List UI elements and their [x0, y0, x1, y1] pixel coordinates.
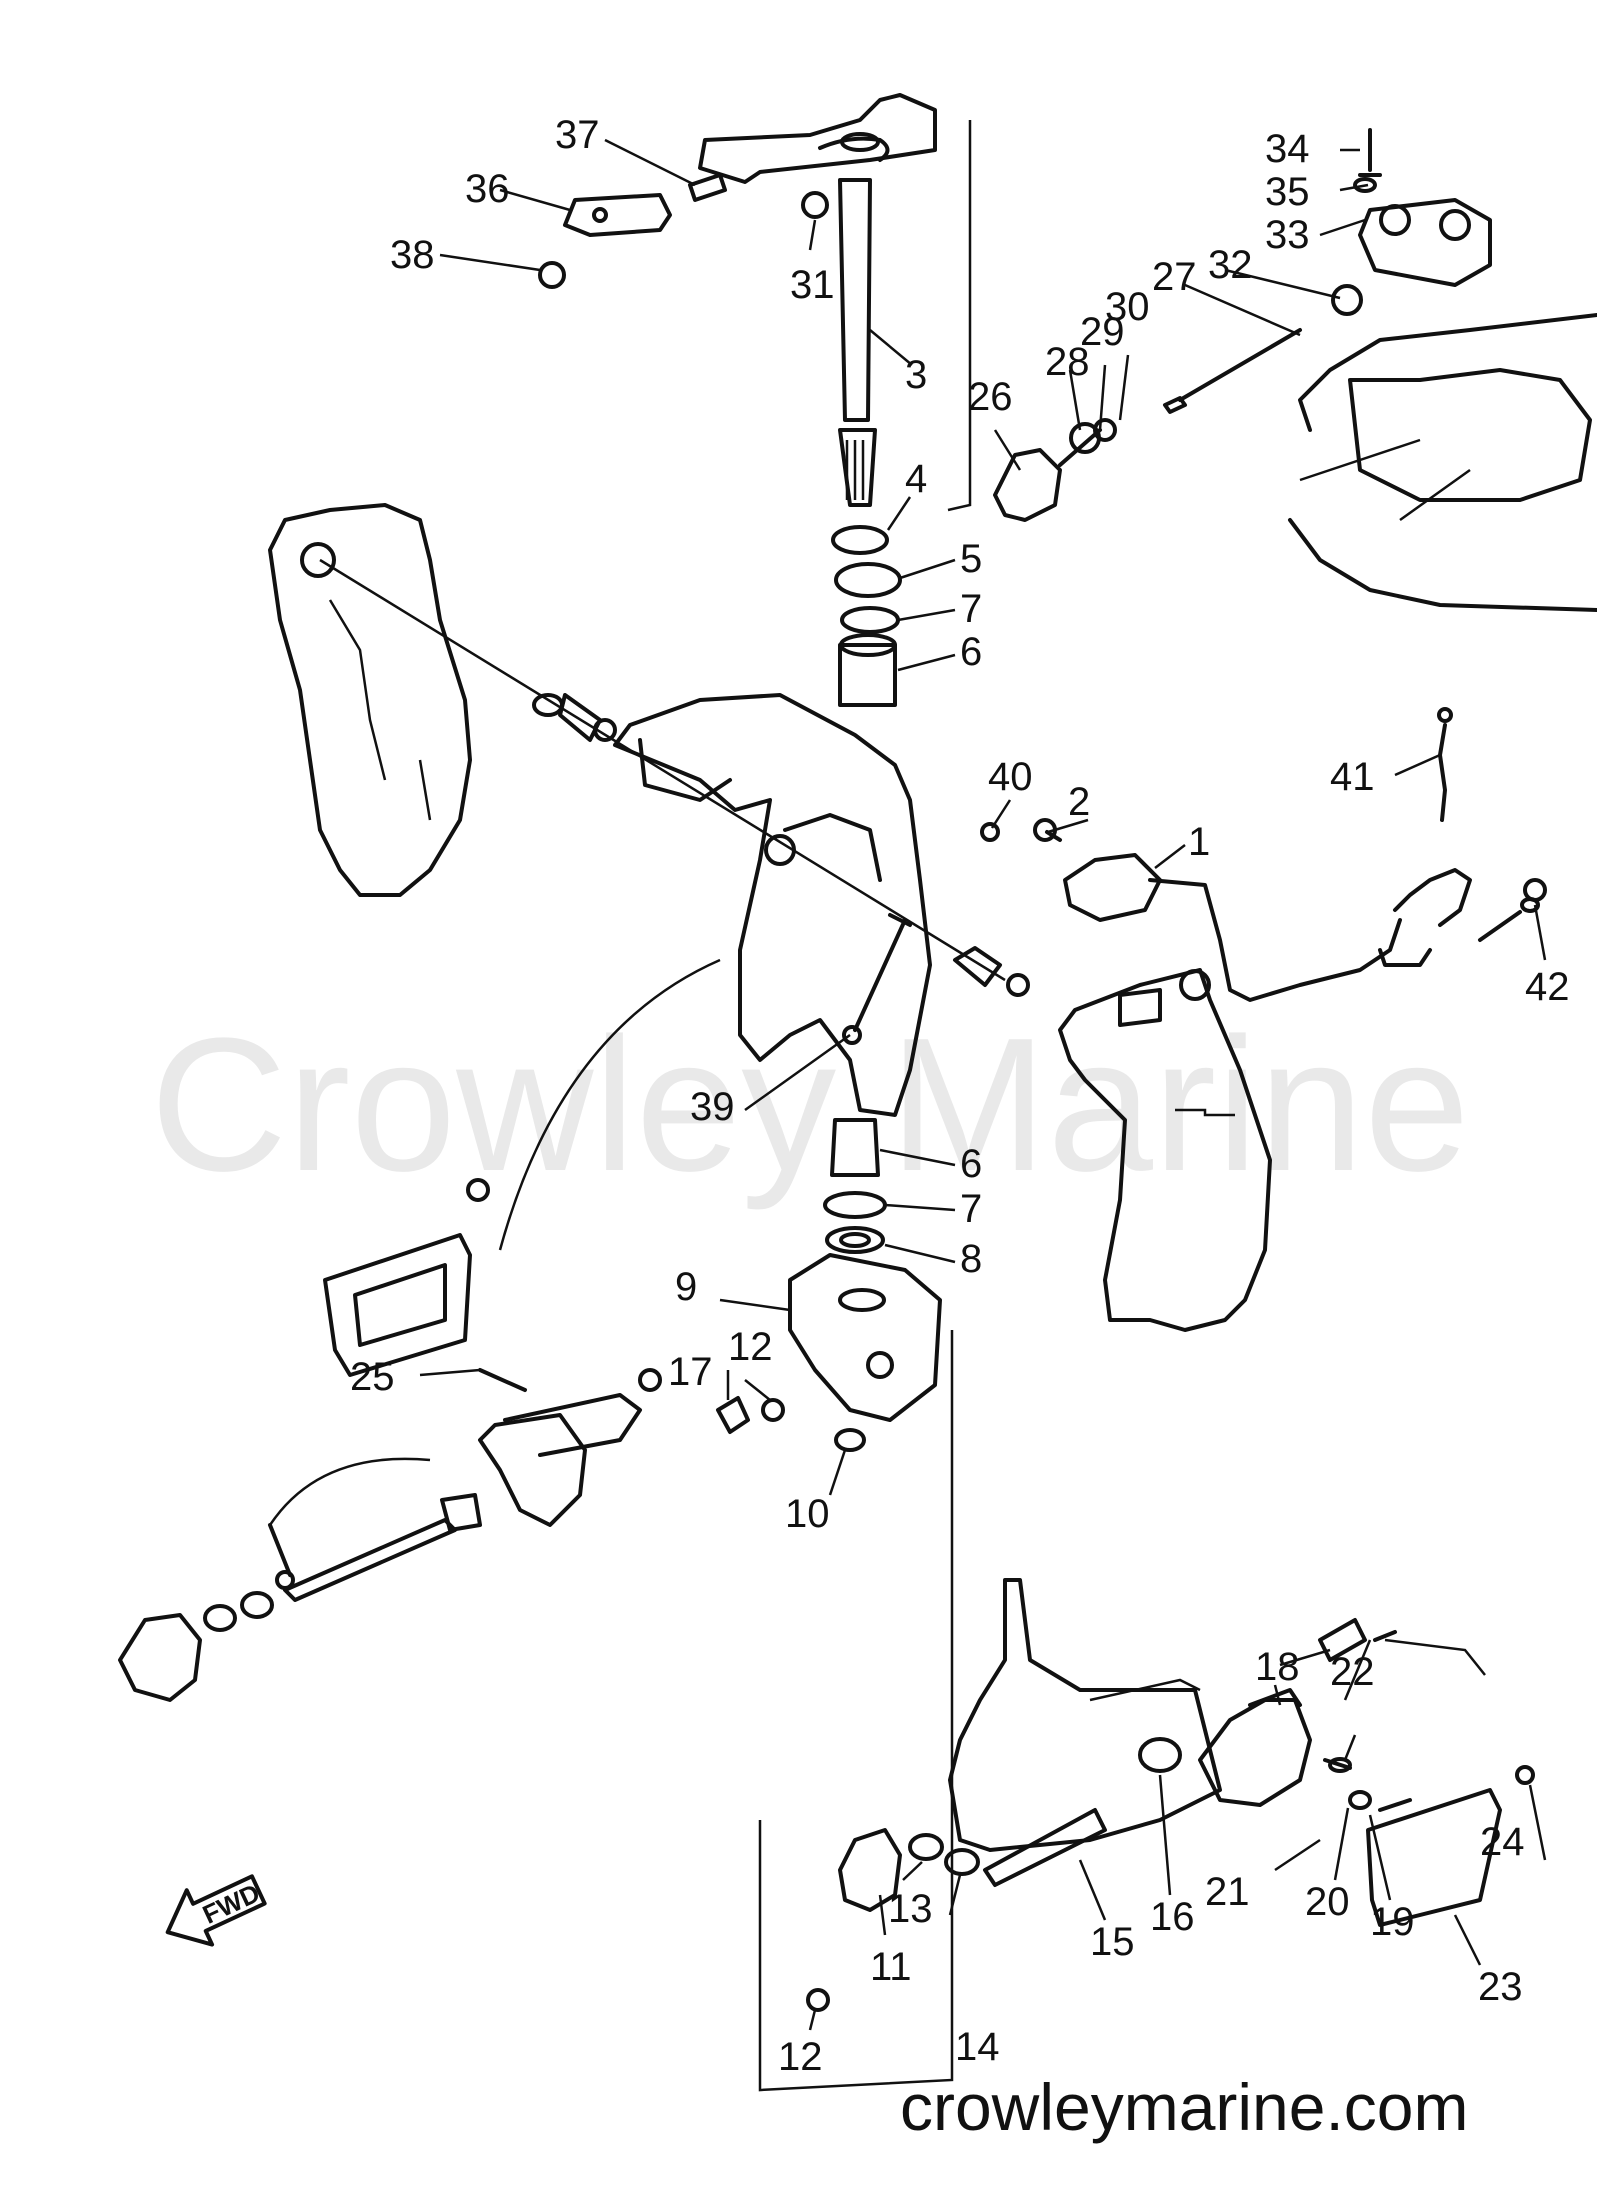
callout-5: 5	[960, 537, 982, 581]
callout-28: 28	[1045, 340, 1090, 384]
engine-mount-outline	[1288, 313, 1597, 612]
callout-6b: 6	[960, 1142, 982, 1186]
nut-31	[801, 191, 829, 219]
callout-19: 19	[1370, 1900, 1415, 1944]
right-clamp-bracket	[1058, 968, 1272, 1332]
callout-22: 22	[1330, 1650, 1375, 1694]
callout-4: 4	[905, 457, 927, 501]
bolt-39	[842, 913, 912, 1045]
grease-nipple-40	[980, 822, 1000, 842]
left-bushing-set	[532, 693, 617, 742]
trim-sensor	[1033, 818, 1547, 1002]
callout-41: 41	[1330, 755, 1375, 799]
cable-tie-41	[1437, 707, 1453, 822]
left-wire-harness	[268, 958, 721, 1526]
lower-unit-outline	[948, 1578, 1222, 1852]
forward-direction-arrow: FWD	[165, 1874, 267, 1947]
callout-24: 24	[1480, 1820, 1525, 1864]
callout-3: 3	[905, 353, 927, 397]
callout-23: 23	[1478, 1965, 1523, 2009]
callout-13: 13	[888, 1887, 933, 1931]
callout-9: 9	[675, 1265, 697, 1309]
tilt-tube-axis	[319, 558, 1006, 982]
callout-36: 36	[465, 167, 510, 211]
callout-17: 17	[668, 1350, 713, 1394]
callout-16: 16	[1150, 1895, 1195, 1939]
callout-30: 30	[1105, 285, 1150, 329]
steering-arm-assembly	[698, 93, 937, 507]
upper-seal-stack	[831, 525, 902, 707]
left-lower-mount	[323, 1178, 662, 1527]
callout-38: 38	[390, 233, 435, 277]
leader-lines	[419, 138, 1547, 2031]
callout-6: 6	[960, 630, 982, 674]
callout-7: 7	[960, 587, 982, 631]
upper-mount-assembly	[993, 128, 1492, 522]
callout-20: 20	[1305, 1880, 1350, 1924]
website-url: crowleymarine.com	[900, 2070, 1468, 2144]
callout-1: 1	[1188, 820, 1210, 864]
callout-11: 11	[870, 1945, 912, 1989]
lower-seal-stack	[823, 1118, 887, 1254]
callout-8: 8	[960, 1237, 982, 1281]
left-clamp-bracket	[268, 503, 472, 897]
callout-29: 29	[1080, 310, 1125, 354]
nut-38	[538, 261, 566, 289]
swivel-bracket	[613, 693, 932, 1117]
callout-12b: 12	[778, 2035, 823, 2079]
bolt-37	[688, 173, 727, 202]
callout-31: 31	[790, 263, 835, 307]
callout-15: 15	[1090, 1920, 1135, 1964]
callout-12: 12	[728, 1325, 773, 1369]
callout-34: 34	[1265, 127, 1310, 171]
callout-14: 14	[955, 2025, 1000, 2069]
assembly-reference-lines	[758, 120, 972, 2092]
callout-37: 37	[555, 113, 600, 157]
callout-42: 42	[1525, 965, 1570, 1009]
callout-25: 25	[350, 1355, 395, 1399]
callout-40: 40	[988, 755, 1033, 799]
lower-small-parts	[716, 1396, 866, 1452]
bracket-36	[563, 193, 672, 237]
callout-21: 21	[1205, 1870, 1250, 1914]
callout-27: 27	[1152, 255, 1197, 299]
left-lower-mount-rubber	[118, 1493, 482, 1702]
callout-2: 2	[1068, 780, 1090, 824]
callout-33: 33	[1265, 213, 1310, 257]
callout-18: 18	[1255, 1645, 1300, 1689]
lower-mount-housing-9	[788, 1253, 942, 1422]
callout-32: 32	[1208, 243, 1253, 287]
watermark-text: Crowley Marine	[150, 999, 1470, 1211]
callout-35: 35	[1265, 170, 1310, 214]
tilt-axis-washers-right	[953, 946, 1030, 997]
callout-39: 39	[690, 1085, 735, 1129]
callout-10: 10	[785, 1492, 830, 1536]
callout-26: 26	[968, 375, 1013, 419]
callout-7b: 7	[960, 1187, 982, 1231]
lower-right-mount-assembly	[806, 1618, 1535, 2012]
callout-labels: 1 2 3 4 5 6 7 6 7 8 9 10 11 12 12 13 14 …	[350, 113, 1570, 2079]
